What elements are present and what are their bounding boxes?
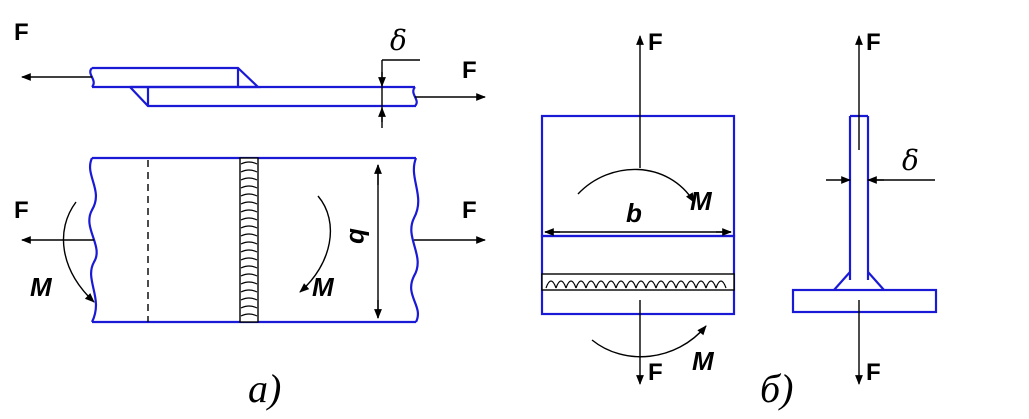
- moment-arrow-b-bottom: [591, 325, 707, 358]
- figure-a-lap-joint: F F δ b: [14, 19, 486, 411]
- moment-label-left: M: [30, 272, 53, 302]
- lap-joint-plan: [88, 156, 420, 324]
- figure-b-tee-joint: b F F M M δ F F б): [540, 29, 938, 411]
- moment-label-b-bottom: M: [692, 346, 715, 376]
- moment-label-b-top: M: [690, 186, 713, 216]
- force-label-side-top: F: [866, 29, 881, 56]
- moment-label-right: M: [312, 272, 335, 302]
- moment-arrow-b-top: [577, 168, 695, 203]
- force-label-top-right: F: [462, 57, 477, 84]
- lap-joint-elevation: [89, 66, 418, 108]
- force-label-side-bottom: F: [866, 359, 881, 386]
- caption-a: а): [248, 366, 281, 411]
- force-label-plan-right: F: [462, 197, 477, 224]
- force-label-top-left: F: [14, 19, 29, 46]
- caption-b: б): [760, 366, 793, 411]
- thickness-label-a: δ: [390, 24, 407, 57]
- moment-arrow-left: [62, 201, 95, 303]
- tee-joint-front: [540, 114, 736, 316]
- force-label-b-bottom: F: [648, 359, 663, 386]
- thickness-dimension-a: [378, 59, 420, 128]
- tee-joint-side: [791, 114, 938, 314]
- force-label-b-top: F: [648, 29, 663, 56]
- moment-arrow-right: [299, 195, 332, 293]
- thickness-label-b: δ: [902, 144, 919, 177]
- width-label-a: b: [344, 228, 374, 244]
- force-label-plan-left: F: [14, 197, 29, 224]
- width-label-b: b: [626, 198, 642, 228]
